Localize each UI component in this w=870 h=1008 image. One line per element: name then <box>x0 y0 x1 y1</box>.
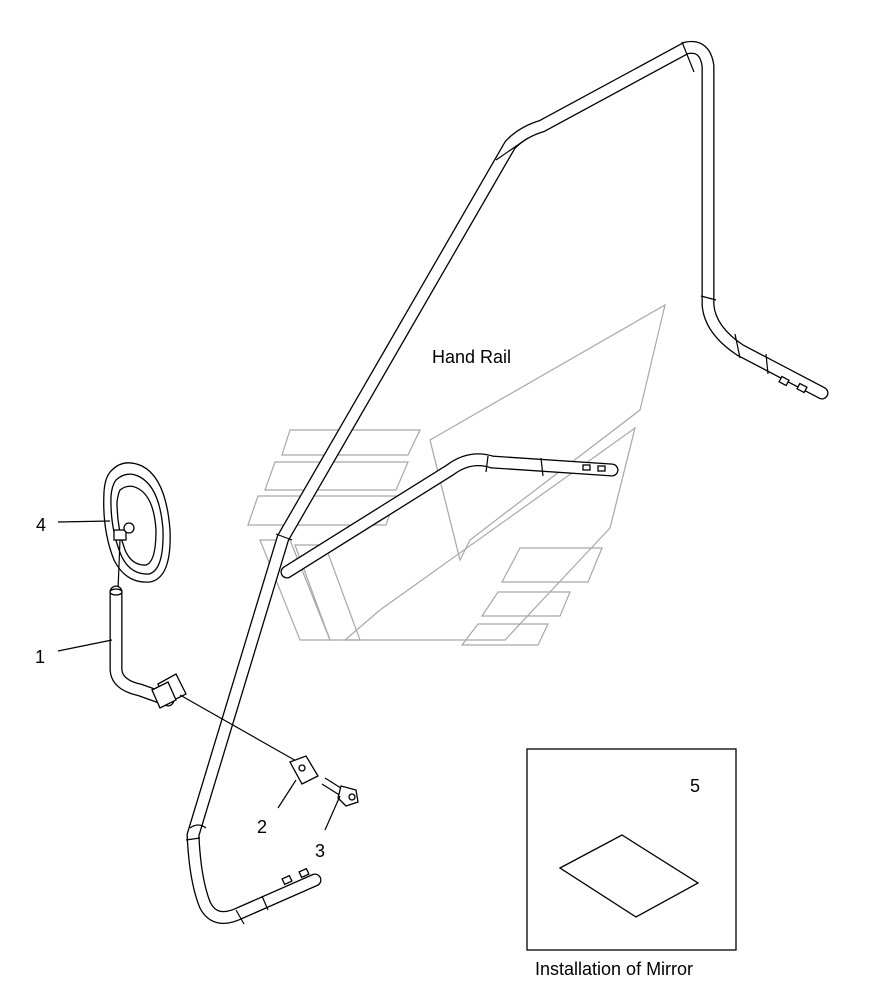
callout-4: 4 <box>36 515 46 535</box>
inset-panel: 5 <box>526 748 737 951</box>
mirror <box>103 462 171 591</box>
mirror-stay <box>109 585 175 707</box>
inset-caption: Installation of Mirror <box>535 959 693 979</box>
bolt-part-3 <box>321 777 359 807</box>
brace-rail <box>280 453 619 579</box>
hand-rail <box>185 40 829 925</box>
watermark-logo <box>247 303 666 646</box>
callout-3: 3 <box>315 841 325 861</box>
callout-2: 2 <box>257 817 267 837</box>
plate-part-2 <box>289 755 319 785</box>
clamp-bracket <box>151 673 299 763</box>
hand-rail-label: Hand Rail <box>432 347 511 367</box>
callout-1: 1 <box>35 647 45 667</box>
decal-label-part-5 <box>558 834 700 918</box>
callout-5: 5 <box>690 776 700 796</box>
